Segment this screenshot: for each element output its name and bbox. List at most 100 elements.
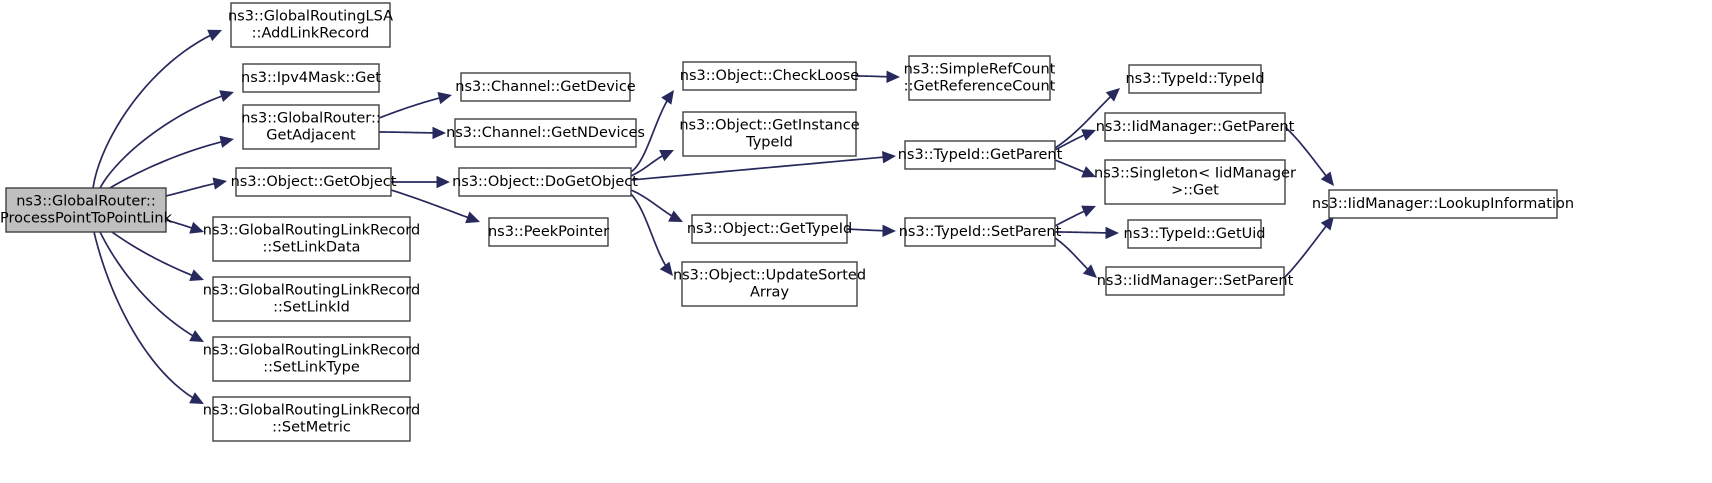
- node-box[interactable]: [212, 216, 411, 262]
- edge-arrowhead: [882, 224, 896, 238]
- call-edge-root-to-setmetric: [93, 231, 204, 404]
- graph-node-setlinkid[interactable]: ns3::GlobalRoutingLinkRecord::SetLinkId: [203, 276, 420, 322]
- node-label-line: ns3::GlobalRoutingLinkRecord: [203, 343, 420, 359]
- node-label-line: ::GetReferenceCount: [904, 79, 1056, 95]
- edge-arrowhead: [189, 330, 204, 342]
- call-edge-getadjacent-to-getndevices: [379, 126, 446, 140]
- graph-node-root[interactable]: ns3::GlobalRouter::ProcessPointToPointLi…: [0, 187, 173, 233]
- graph-node-setlinktype[interactable]: ns3::GlobalRoutingLinkRecord::SetLinkTyp…: [203, 336, 420, 382]
- edge-line: [109, 140, 224, 189]
- node-box[interactable]: [1105, 266, 1285, 296]
- node-box[interactable]: [682, 61, 857, 91]
- node-box[interactable]: [681, 261, 858, 307]
- node-label-line: >::Get: [1171, 183, 1219, 199]
- node-box[interactable]: [1328, 189, 1558, 219]
- graph-node-getreferencecount[interactable]: ns3::SimpleRefCount::GetReferenceCount: [904, 55, 1056, 101]
- nodes-layer: ns3::GlobalRouter::ProcessPointToPointLi…: [0, 2, 1574, 442]
- graph-node-checkloose[interactable]: ns3::Object::CheckLoose: [680, 61, 859, 91]
- node-label-line: ::SetLinkId: [273, 300, 350, 316]
- node-box[interactable]: [242, 63, 380, 93]
- call-edge-getobject-to-peekpointer: [390, 189, 480, 224]
- call-edge-root-to-setlinkid: [111, 231, 204, 281]
- node-label-line: GetAdjacent: [266, 128, 356, 144]
- graph-node-gettypeid[interactable]: ns3::Object::GetTypeId: [687, 214, 852, 244]
- edge-arrowhead: [1082, 264, 1097, 278]
- node-box[interactable]: [230, 2, 391, 48]
- graph-node-getobject[interactable]: ns3::Object::GetObject: [231, 167, 397, 197]
- node-box[interactable]: [904, 217, 1056, 247]
- call-edge-iidgetparent-to-lookupinformation: [1284, 126, 1334, 186]
- node-box[interactable]: [5, 187, 167, 233]
- node-box[interactable]: [908, 55, 1051, 101]
- node-label-line: ns3::GlobalRoutingLinkRecord: [203, 223, 420, 239]
- node-box[interactable]: [488, 217, 609, 247]
- graph-node-typeidgetparent[interactable]: ns3::TypeId::GetParent: [898, 140, 1063, 170]
- graph-node-setlinkdata[interactable]: ns3::GlobalRoutingLinkRecord::SetLinkDat…: [203, 216, 420, 262]
- graph-node-dogetobject[interactable]: ns3::Object::DoGetObject: [452, 167, 638, 197]
- graph-node-typeidsetparent[interactable]: ns3::TypeId::SetParent: [899, 217, 1062, 247]
- node-label-line: ::AddLinkRecord: [252, 26, 370, 42]
- node-box[interactable]: [1104, 159, 1286, 205]
- graph-node-addlinkrecord[interactable]: ns3::GlobalRoutingLSA::AddLinkRecord: [228, 2, 393, 48]
- graph-node-iidsetparent[interactable]: ns3::IidManager::SetParent: [1097, 266, 1294, 296]
- graph-node-ipv4maskget[interactable]: ns3::Ipv4Mask::Get: [241, 63, 381, 93]
- node-box[interactable]: [242, 104, 380, 150]
- edge-line: [1054, 133, 1087, 151]
- edge-arrowhead: [881, 151, 896, 164]
- edge-arrowhead: [436, 175, 450, 189]
- edge-arrowhead: [189, 269, 204, 281]
- node-box[interactable]: [1127, 219, 1262, 249]
- graph-node-singletonget[interactable]: ns3::Singleton< IidManager>::Get: [1094, 159, 1296, 205]
- node-label-line: ns3::TypeId::GetUid: [1124, 226, 1266, 242]
- node-box[interactable]: [212, 396, 411, 442]
- edge-arrowhead: [465, 211, 480, 224]
- node-label-line: ns3::Object::GetObject: [231, 174, 397, 190]
- node-label-line: ns3::Channel::GetNDevices: [446, 125, 645, 141]
- edge-line: [379, 131, 436, 134]
- node-label-line: ns3::GlobalRouter::: [241, 111, 381, 127]
- edge-arrowhead: [189, 392, 204, 404]
- edge-line: [1283, 224, 1328, 279]
- call-edge-typeidgetparent-to-typeidtypeid: [1054, 88, 1120, 149]
- edge-arrowhead: [661, 90, 674, 105]
- node-box[interactable]: [212, 276, 411, 322]
- graph-node-typeidgetuid[interactable]: ns3::TypeId::GetUid: [1124, 219, 1266, 249]
- edge-line: [1055, 231, 1109, 234]
- graph-node-typeidtypeid[interactable]: ns3::TypeId::TypeId: [1125, 64, 1265, 94]
- node-box[interactable]: [904, 140, 1056, 170]
- call-edge-root-to-ipv4maskget: [99, 90, 234, 189]
- graph-node-iidgetparent[interactable]: ns3::IidManager::GetParent: [1096, 112, 1295, 142]
- call-edge-gettypeid-to-typeidsetparent: [846, 224, 896, 238]
- graph-node-getadjacent[interactable]: ns3::GlobalRouter::GetAdjacent: [241, 104, 381, 150]
- node-label-line: ns3::GlobalRoutingLinkRecord: [203, 283, 420, 299]
- graph-node-setmetric[interactable]: ns3::GlobalRoutingLinkRecord::SetMetric: [203, 396, 420, 442]
- node-box[interactable]: [682, 111, 857, 157]
- edge-line: [846, 228, 886, 232]
- node-label-line: ns3::PeekPointer: [488, 224, 609, 240]
- edge-arrowhead: [1320, 171, 1334, 186]
- graph-node-getndevices[interactable]: ns3::Channel::GetNDevices: [446, 118, 645, 148]
- node-box[interactable]: [212, 336, 411, 382]
- graph-node-lookupinformation[interactable]: ns3::IidManager::LookupInformation: [1312, 189, 1574, 219]
- node-label-line: ns3::IidManager::LookupInformation: [1312, 196, 1574, 212]
- call-edge-getadjacent-to-getdevice: [378, 92, 452, 119]
- node-box[interactable]: [454, 118, 637, 148]
- call-edge-checkloose-to-getreferencecount: [856, 70, 900, 84]
- call-edge-dogetobject-to-gettypeid: [630, 189, 683, 222]
- graph-node-peekpointer[interactable]: ns3::PeekPointer: [488, 217, 609, 247]
- node-box[interactable]: [1128, 64, 1262, 94]
- graph-node-getdevice[interactable]: ns3::Channel::GetDevice: [455, 72, 636, 102]
- node-label-line: ns3::Object::UpdateSorted: [673, 268, 866, 284]
- node-box[interactable]: [460, 72, 631, 102]
- call-edge-dogetobject-to-typeidgetparent: [630, 151, 896, 181]
- node-box[interactable]: [458, 167, 632, 197]
- node-label-line: ns3::GlobalRouter::: [16, 194, 156, 210]
- node-box[interactable]: [235, 167, 392, 197]
- edge-line: [165, 182, 217, 197]
- edge-arrowhead: [668, 210, 683, 222]
- node-box[interactable]: [691, 214, 848, 244]
- node-label-line: ::SetLinkType: [263, 360, 360, 376]
- node-box[interactable]: [1104, 112, 1286, 142]
